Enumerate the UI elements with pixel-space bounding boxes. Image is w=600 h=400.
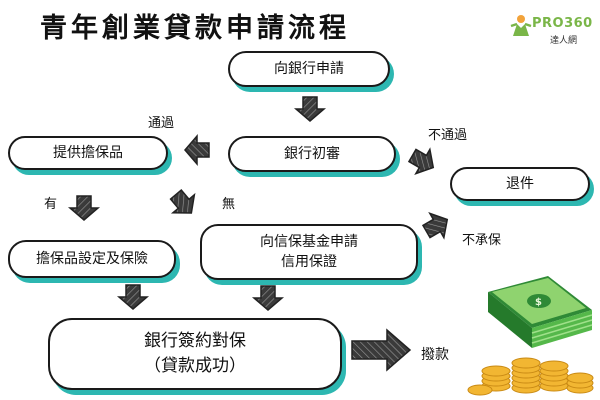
- node-reject-label: 退件: [506, 175, 534, 192]
- node-collateral-label: 提供擔保品: [53, 144, 123, 161]
- node-contract-label-line2: （貸款成功）: [144, 356, 246, 376]
- node-apply-label: 向銀行申請: [274, 60, 344, 77]
- node-contract-label-line1: 銀行簽約對保: [144, 331, 246, 352]
- arrow-apply-to-review: [293, 96, 327, 122]
- node-collateral-setup: 擔保品設定及保險: [8, 240, 176, 278]
- arrow-guarantee-to-contract: [251, 285, 285, 311]
- arrow-setup-to-contract: [116, 284, 150, 310]
- node-provide-collateral: 提供擔保品: [8, 136, 168, 170]
- node-bank-review: 銀行初審: [228, 136, 396, 172]
- arrow-guarantee-to-reject: [421, 211, 449, 240]
- node-review-label: 銀行初審: [284, 145, 340, 162]
- arrow-review-to-collateral: [184, 133, 210, 167]
- node-bank-contract: 銀行簽約對保 （貸款成功）: [48, 318, 342, 390]
- node-apply-to-bank: 向銀行申請: [228, 51, 390, 87]
- label-none: 無: [222, 197, 236, 212]
- label-not-accepted: 不承保: [462, 233, 502, 248]
- label-disburse: 撥款: [421, 347, 449, 363]
- coin-stack-icon: [467, 357, 594, 396]
- node-reject: 退件: [450, 167, 590, 201]
- money-stack-icon: $: [488, 276, 593, 348]
- arrow-contract-to-disburse: [351, 328, 412, 372]
- logo-brand: PRO360: [532, 16, 593, 31]
- label-fail: 不通過: [428, 128, 468, 143]
- svg-text:$: $: [535, 297, 542, 308]
- node-guarantee-label-line2: 信用保證: [281, 254, 337, 270]
- logo: PRO360 達人網: [510, 12, 593, 46]
- node-credit-guarantee: 向信保基金申請 信用保證: [200, 224, 418, 280]
- label-pass: 通過: [148, 116, 175, 131]
- node-guarantee-label-line1: 向信保基金申請: [260, 233, 358, 250]
- arrow-collateral-to-setup: [67, 195, 101, 221]
- node-collateral-setup-label: 擔保品設定及保險: [36, 250, 148, 267]
- logo-subtitle: 達人網: [550, 36, 578, 46]
- arrow-review-to-reject: [407, 147, 435, 176]
- label-has: 有: [44, 197, 58, 212]
- logo-figure-icon: [510, 15, 532, 36]
- page-title: 青年創業貸款申請流程: [40, 13, 350, 44]
- money-and-coins: $: [467, 276, 594, 396]
- arrow-review-to-guarantee: [169, 189, 196, 214]
